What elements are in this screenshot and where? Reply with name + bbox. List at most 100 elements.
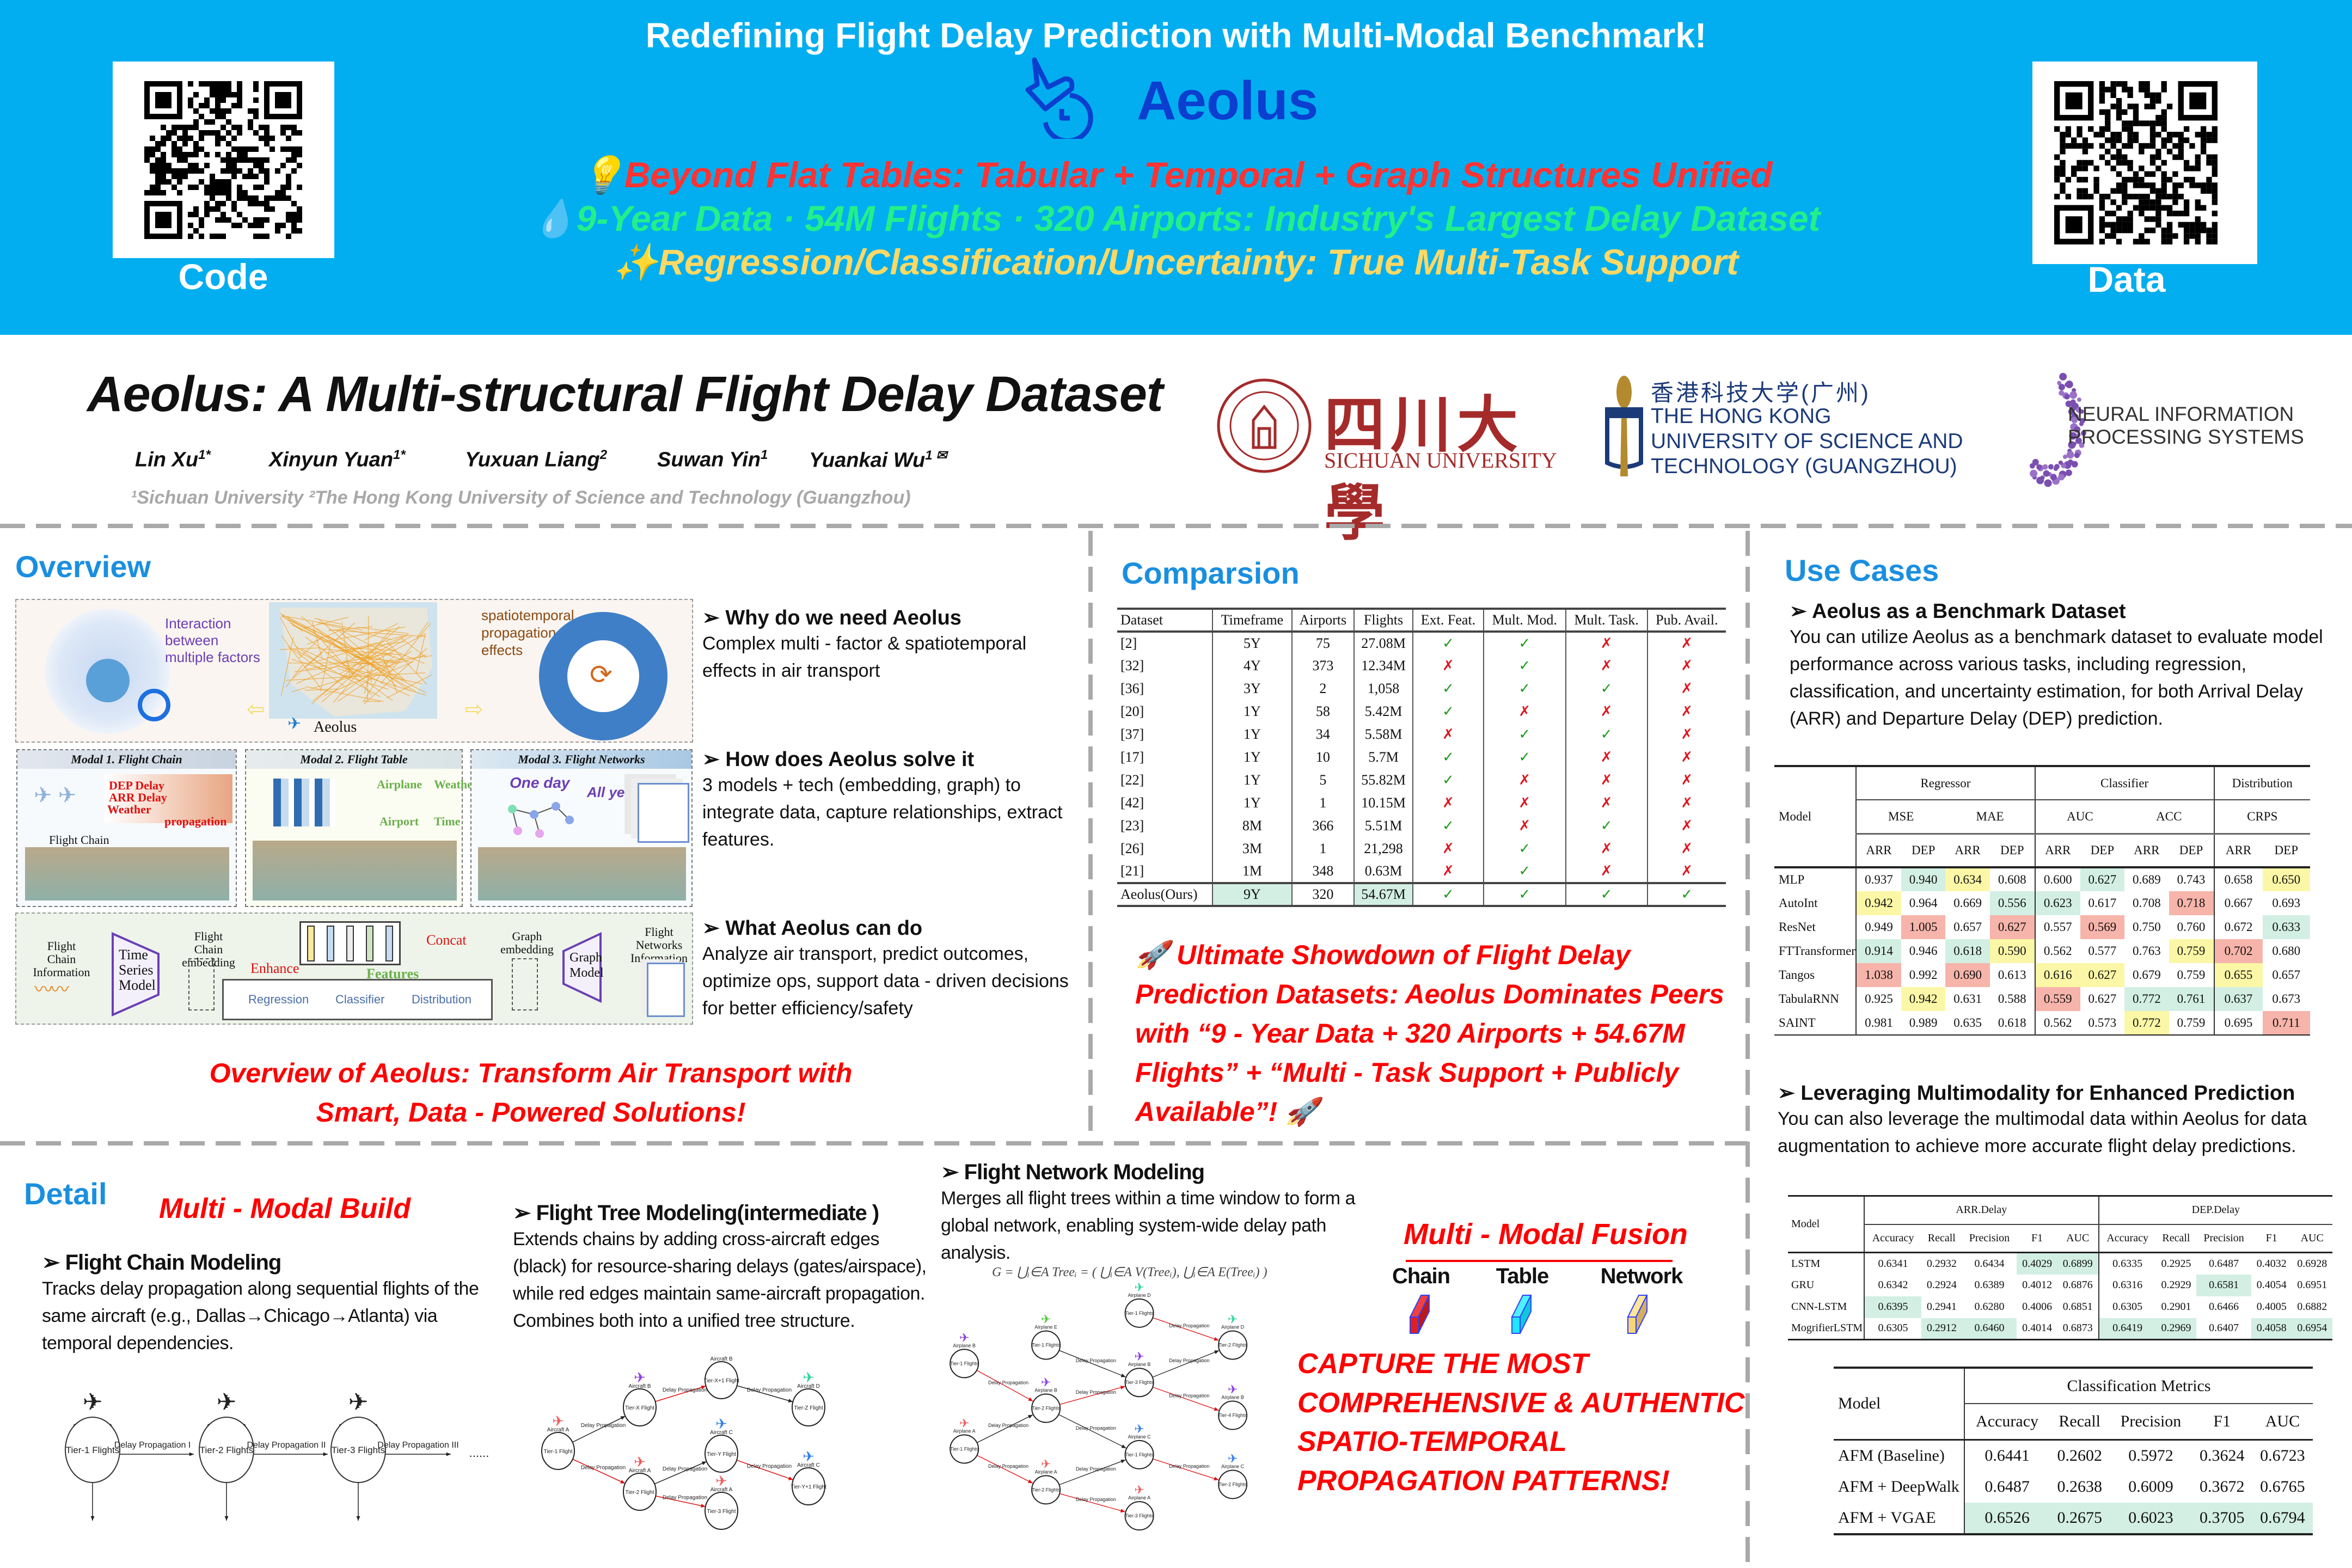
group-header: ARR.Delay <box>1864 1196 2099 1225</box>
metric-value: 0.949 <box>1855 915 1901 939</box>
tier-label: Tier-1 Flights <box>950 1361 979 1366</box>
metric-value: 0.6395 <box>1863 1296 1922 1318</box>
arrowhead <box>1120 1459 1126 1463</box>
header-banner <box>0 0 2352 335</box>
table-cell: 54.67M <box>1353 883 1413 906</box>
metric-value: 0.6316 <box>2098 1274 2156 1296</box>
metric-value: 0.6954 <box>2292 1318 2332 1340</box>
propagation-edge <box>572 1416 626 1443</box>
cross-icon: ✗ <box>1646 769 1726 792</box>
model-name: FTTransformer <box>1779 944 1855 958</box>
table-cell: 320 <box>1291 883 1354 906</box>
cross-icon: ✗ <box>1646 654 1726 677</box>
check-icon: ✓ <box>1483 860 1566 883</box>
metric-header: MAE <box>1945 800 2035 835</box>
highlight-text: 9-Year Data · 54M Flights · 320 Airports… <box>576 198 1821 238</box>
arrowhead <box>788 1477 793 1480</box>
cycle-arrows-icon: ⟳ <box>590 659 612 690</box>
enhance-label: Enhance <box>250 960 299 976</box>
table-cell: 21,298 <box>1353 837 1413 860</box>
table-bar-icon <box>1511 1295 1532 1334</box>
metric-value: 0.4006 <box>2022 1301 2053 1313</box>
cross-icon: ✗ <box>1483 792 1566 814</box>
metric-value: 0.2925 <box>2161 1257 2191 1270</box>
map-strip <box>253 841 457 901</box>
tree-body: Extends chains by adding cross-aircraft … <box>513 1229 927 1331</box>
airplane-icon: ✈ ✈ <box>34 783 77 807</box>
graph-model-label: Graph Model <box>569 951 604 980</box>
airplane-icon: ✈ <box>1041 1457 1051 1471</box>
metric-value: 0.2675 <box>2049 1503 2110 1534</box>
flight-node <box>950 1349 979 1379</box>
metric-value: 0.6023 <box>2110 1503 2192 1534</box>
flight-node <box>1031 1393 1061 1423</box>
table-cell: 12.34M <box>1353 654 1413 677</box>
tier-label: Tier-Y Flight <box>707 1451 736 1457</box>
data-qr-code[interactable] <box>2054 81 2218 244</box>
airplane-icon: ✈ <box>715 1473 727 1489</box>
propagation-edge <box>655 1386 706 1402</box>
model-name: AFM + VGAE <box>1838 1509 1936 1527</box>
propagation-edge <box>736 1460 794 1480</box>
metric-value: 0.635 <box>1953 1015 1982 1030</box>
airplane-icon: ✈ <box>1228 1383 1238 1396</box>
metric-value: 0.743 <box>2177 873 2206 886</box>
tree-title: ➢ Flight Tree Modeling(intermediate ) <box>513 1201 879 1225</box>
subcol-header: Accuracy <box>1863 1224 1922 1253</box>
propagation-edge <box>1058 1414 1126 1449</box>
aeolus-plane-clock-icon <box>1025 57 1093 139</box>
cross-icon: ✗ <box>1483 700 1566 723</box>
metric-value: 0.559 <box>2034 987 2080 1011</box>
metric-value: 0.631 <box>1953 992 1982 1006</box>
metric-value: 0.4054 <box>2256 1279 2287 1291</box>
edge-label: Delay Propagation <box>1169 1358 1209 1363</box>
metric-value: 0.946 <box>1909 944 1938 958</box>
metric-value: 0.6280 <box>1974 1301 2005 1313</box>
benchmark-title: ➢ Aeolus as a Benchmark Dataset <box>1790 600 2126 623</box>
edge-label: Delay Propagation <box>747 1463 792 1469</box>
arrow-bullet-icon: ➢ <box>42 1251 65 1275</box>
airplane-icon: ✈ <box>959 1331 969 1344</box>
airplane-icon: ✈ <box>552 1413 564 1429</box>
check-icon: ✓ <box>1483 654 1566 677</box>
code-qr-card[interactable] <box>113 62 334 258</box>
arrowhead <box>700 1504 706 1508</box>
network-bar-icon <box>1627 1295 1648 1334</box>
table-cell: 1Y <box>1212 700 1292 723</box>
table-cell: 1 <box>1291 792 1354 814</box>
cross-icon: ✗ <box>1646 814 1726 837</box>
metric-value: 0.569 <box>2080 915 2125 939</box>
metric-value: 0.772 <box>2124 1011 2169 1035</box>
table-cell: 366 <box>1291 814 1354 837</box>
comparison-heading: Comparsion <box>1122 556 1300 590</box>
chain-title: ➢ Flight Chain Modeling <box>42 1251 281 1275</box>
metric-value: 0.759 <box>2177 1015 2206 1030</box>
flight-chain-label: Flight Chain <box>49 833 109 847</box>
overview-point: ➢ Why do we need Aeolus Complex multi - … <box>702 605 1083 747</box>
metric-value: 0.2924 <box>1926 1279 1957 1291</box>
airplane-icon: ✈ <box>634 1454 646 1470</box>
metric-value: 0.590 <box>1989 939 2035 963</box>
table-cell: 373 <box>1291 654 1354 677</box>
edge-label: Delay Propagation <box>581 1423 626 1429</box>
tier-label: Tier-3 Flights <box>332 1445 385 1455</box>
check-icon: ✓ <box>1483 837 1566 860</box>
aircraft-label: Aircraft C <box>710 1430 733 1436</box>
subcol-header: AUC <box>2265 1412 2300 1430</box>
group-header: Distribution <box>2213 766 2310 800</box>
data-qr-card[interactable] <box>2032 62 2257 264</box>
cross-icon: ✗ <box>1565 700 1647 723</box>
flight-node <box>1031 1475 1061 1505</box>
metric-value: 0.557 <box>2034 915 2080 939</box>
flight-node <box>792 1388 825 1426</box>
arrowhead <box>620 1480 626 1484</box>
sichuan-seal-icon <box>1217 378 1312 473</box>
airplane-label: Airplane B <box>953 1343 976 1348</box>
code-qr-code[interactable] <box>144 81 302 239</box>
model-header: Model <box>1779 810 1812 823</box>
